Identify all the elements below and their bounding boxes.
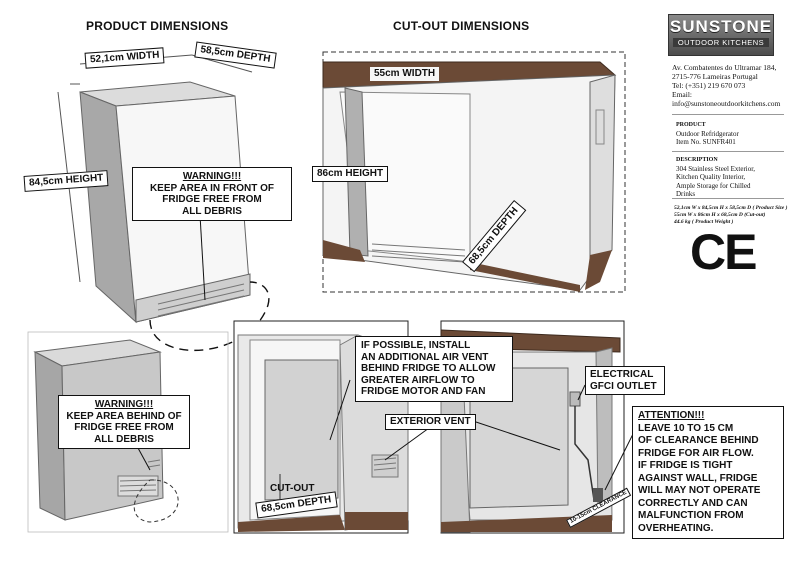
attention-title: ATTENTION!!!: [638, 410, 705, 421]
attention-line-5: AGAINST WALL, FRIDGE: [638, 472, 758, 484]
behind-warning-line-2: FRIDGE FREE FROM: [74, 422, 174, 433]
air-vent-line-2: AN ADDITIONAL AIR VENT: [361, 351, 489, 363]
description-line-4: Drinks: [676, 190, 696, 198]
attention-line-2: OF CLEARANCE BEHIND: [638, 435, 759, 446]
product-dimensions-header: PRODUCT DIMENSIONS: [86, 19, 229, 33]
front-warning-box: WARNING!!! KEEP AREA IN FRONT OF FRIDGE …: [132, 167, 292, 221]
cutout-height-label: 86cm HEIGHT: [312, 166, 389, 182]
specs: 52,1cm W x 84,5cm H x 58,5cm D ( Product…: [674, 205, 787, 226]
air-vent-line-1: IF POSSIBLE, INSTALL: [361, 340, 471, 351]
address-line-4: Email:: [672, 90, 692, 99]
spec-product-size: 52,1cm W x 84,5cm H x 58,5cm D ( Product…: [674, 205, 788, 211]
cutout-dimensions-header: CUT-OUT DIMENSIONS: [393, 19, 530, 33]
brand-tagline: OUTDOOR KITCHENS: [673, 38, 769, 47]
behind-warning-title: WARNING!!!: [94, 399, 154, 410]
divider-3: [672, 198, 784, 199]
spec-cutout-size: 55cm W x 86cm H x 68,5cm D (Cut-out): [674, 212, 766, 218]
description-line-3: Ample Storage for Chilled: [676, 181, 751, 190]
divider-1: [672, 114, 784, 115]
air-vent-line-4: GREATER AIRFLOW TO: [361, 374, 475, 386]
address-line-2: 2715-776 Lameiras Portugal: [672, 72, 758, 81]
description-heading: DESCRIPTION: [676, 157, 718, 163]
divider-2: [672, 151, 784, 152]
cutout-width-label: 55cm WIDTH: [370, 67, 440, 81]
attention-box: ATTENTION!!! LEAVE 10 TO 15 CM OF CLEARA…: [632, 406, 784, 539]
electrical-line-1: ELECTRICAL: [590, 369, 654, 380]
product-heading: PRODUCT: [676, 122, 706, 128]
behind-warning-line-3: ALL DEBRIS: [94, 433, 154, 445]
description-line-2: Kitchen Quality Interior,: [676, 173, 746, 181]
attention-line-8: MALFUNCTION FROM: [638, 510, 744, 521]
product-item-no: Item No. SUNFR401: [676, 138, 736, 146]
attention-line-4: IF FRIDGE IS TIGHT: [638, 460, 733, 471]
attention-line-9: OVERHEATING.: [638, 522, 714, 534]
front-warning-line-3: ALL DEBRIS: [182, 205, 242, 217]
electrical-outlet-label: ELECTRICAL GFCI OUTLET: [585, 366, 665, 395]
description-line-1: 304 Stainless Steel Exterior,: [676, 164, 756, 173]
behind-warning-box: WARNING!!! KEEP AREA BEHIND OF FRIDGE FR…: [58, 395, 190, 449]
company-address: Av. Combatentes do Ultramar 184, 2715-77…: [672, 63, 780, 108]
address-email: info@sunstoneoutdoorkitchens.com: [672, 99, 781, 108]
air-vent-line-5: FRIDGE MOTOR AND FAN: [361, 386, 486, 397]
electrical-line-2: GFCI OUTLET: [590, 380, 657, 392]
product-name: Outdoor Refridgerator: [676, 129, 739, 138]
front-warning-line-2: FRIDGE FREE FROM: [162, 194, 262, 205]
behind-warning-line-1: KEEP AREA BEHIND OF: [66, 410, 182, 422]
spec-weight: 44.6 kg ( Product Weight ): [674, 219, 734, 225]
brand-name: SUNSTONE: [669, 17, 773, 36]
air-vent-note: IF POSSIBLE, INSTALL AN ADDITIONAL AIR V…: [355, 336, 513, 402]
attention-line-6: WILL MAY NOT OPERATE: [638, 485, 761, 496]
air-vent-line-3: BEHIND FRIDGE TO ALLOW: [361, 363, 496, 374]
ce-mark: CE: [690, 224, 757, 280]
attention-line-3: FRIDGE FOR AIR FLOW.: [638, 447, 754, 459]
front-warning-line-1: KEEP AREA IN FRONT OF: [149, 182, 275, 194]
brand-logo: SUNSTONE OUTDOOR KITCHENS: [668, 14, 774, 56]
address-line-1: Av. Combatentes do Ultramar 184,: [672, 63, 777, 72]
attention-line-1: LEAVE 10 TO 15 CM: [638, 422, 734, 434]
cutout-lower-label: CUT-OUT: [270, 483, 315, 494]
description-info: DESCRIPTION 304 Stainless Steel Exterior…: [676, 157, 755, 199]
product-info: PRODUCT Outdoor Refridgerator Item No. S…: [676, 122, 739, 147]
front-warning-title: WARNING!!!: [182, 171, 242, 182]
exterior-vent-label: EXTERIOR VENT: [385, 414, 476, 430]
address-line-3: Tel: (+351) 219 670 073: [672, 81, 746, 90]
attention-line-7: CORRECTLY AND CAN: [638, 497, 748, 509]
